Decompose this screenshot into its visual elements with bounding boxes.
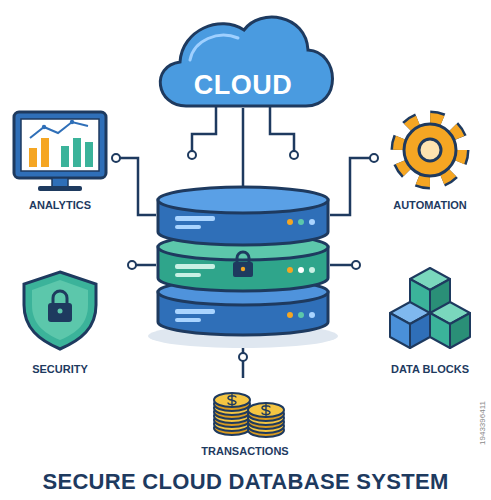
icon-label: ANALYTICS xyxy=(5,198,115,212)
gear-body xyxy=(404,124,456,176)
padlock-shackle xyxy=(53,291,67,304)
chart-bar xyxy=(61,146,69,167)
keyhole xyxy=(241,267,245,271)
chart-bar xyxy=(73,138,81,167)
indicator-dot xyxy=(298,219,304,225)
icon-node: SECURITY xyxy=(5,266,115,376)
icon-node: ANALYTICS xyxy=(5,108,115,212)
shield xyxy=(24,272,96,349)
indicator-bar xyxy=(175,309,215,314)
watermark: 1943396411 xyxy=(478,378,488,468)
wire-dot xyxy=(112,154,120,162)
shield-inner xyxy=(32,280,88,340)
icon-node: DATA BLOCKS xyxy=(375,266,485,376)
wire-dot xyxy=(188,151,196,159)
chart-bar xyxy=(85,142,93,167)
indicator-dot xyxy=(309,219,315,225)
wire-dot xyxy=(112,151,378,361)
chart-point xyxy=(42,125,46,129)
chart-bar xyxy=(29,148,37,167)
wire-dot xyxy=(239,353,247,361)
wire-dot xyxy=(290,151,298,159)
coin-stack xyxy=(214,393,250,435)
chart-bar xyxy=(41,138,49,167)
cloud-label: CLOUD xyxy=(138,70,348,100)
database-tier-top xyxy=(158,187,328,213)
padlock-shackle xyxy=(237,252,249,263)
icon-node: AUTOMATION xyxy=(375,108,485,212)
wire xyxy=(192,104,216,152)
monitor-base xyxy=(38,186,82,191)
cube-face xyxy=(430,313,450,348)
monitor-frame xyxy=(14,112,106,178)
icon-label: TRANSACTIONS xyxy=(180,444,310,458)
wire xyxy=(116,104,374,378)
icon-label: SECURITY xyxy=(5,362,115,376)
indicator-bar xyxy=(175,264,215,269)
wire-dot xyxy=(370,154,378,162)
wire-dot xyxy=(128,261,136,269)
cube xyxy=(430,302,470,348)
indicator-bar xyxy=(175,225,201,229)
padlock-body xyxy=(48,303,72,322)
dollar-symbol xyxy=(262,404,270,416)
indicator-bar xyxy=(175,273,201,277)
icon-label: DATA BLOCKS xyxy=(375,362,485,376)
chart-point xyxy=(70,120,74,124)
wire xyxy=(270,104,294,152)
keyhole xyxy=(58,309,63,314)
wire xyxy=(242,108,245,186)
icon-label: AUTOMATION xyxy=(375,198,485,212)
diagram-title: SECURE CLOUD DATABASE SYSTEM xyxy=(0,468,491,496)
wire xyxy=(116,158,156,215)
indicator-dot xyxy=(287,267,293,273)
monitor-stand xyxy=(52,178,68,187)
cube-face xyxy=(450,313,470,348)
gear-teeth xyxy=(399,119,461,181)
indicator-dot xyxy=(309,267,315,273)
cloud-node: CLOUD xyxy=(138,0,348,112)
indicator-bar xyxy=(175,216,215,221)
indicator-bar xyxy=(175,318,201,322)
dollar-symbol xyxy=(228,394,236,406)
gear-teeth xyxy=(399,119,461,181)
gear-hole xyxy=(419,139,441,161)
wire-dot xyxy=(352,261,360,269)
indicator-dot xyxy=(298,267,304,273)
icon-node: TRANSACTIONS xyxy=(180,380,310,458)
cloud-highlight xyxy=(190,35,238,60)
coin-stack xyxy=(248,403,284,437)
indicator-dot xyxy=(309,312,315,318)
cube xyxy=(390,302,430,348)
indicator-dot xyxy=(298,312,304,318)
padlock-body xyxy=(233,262,253,277)
coin xyxy=(248,403,284,417)
cube-face xyxy=(410,313,430,348)
coin xyxy=(214,393,250,407)
indicator-dot xyxy=(287,219,293,225)
cube-face xyxy=(390,313,410,348)
chart-line xyxy=(30,122,88,138)
wire xyxy=(330,158,374,215)
indicator-dot xyxy=(287,312,293,318)
monitor-screen xyxy=(21,119,99,171)
